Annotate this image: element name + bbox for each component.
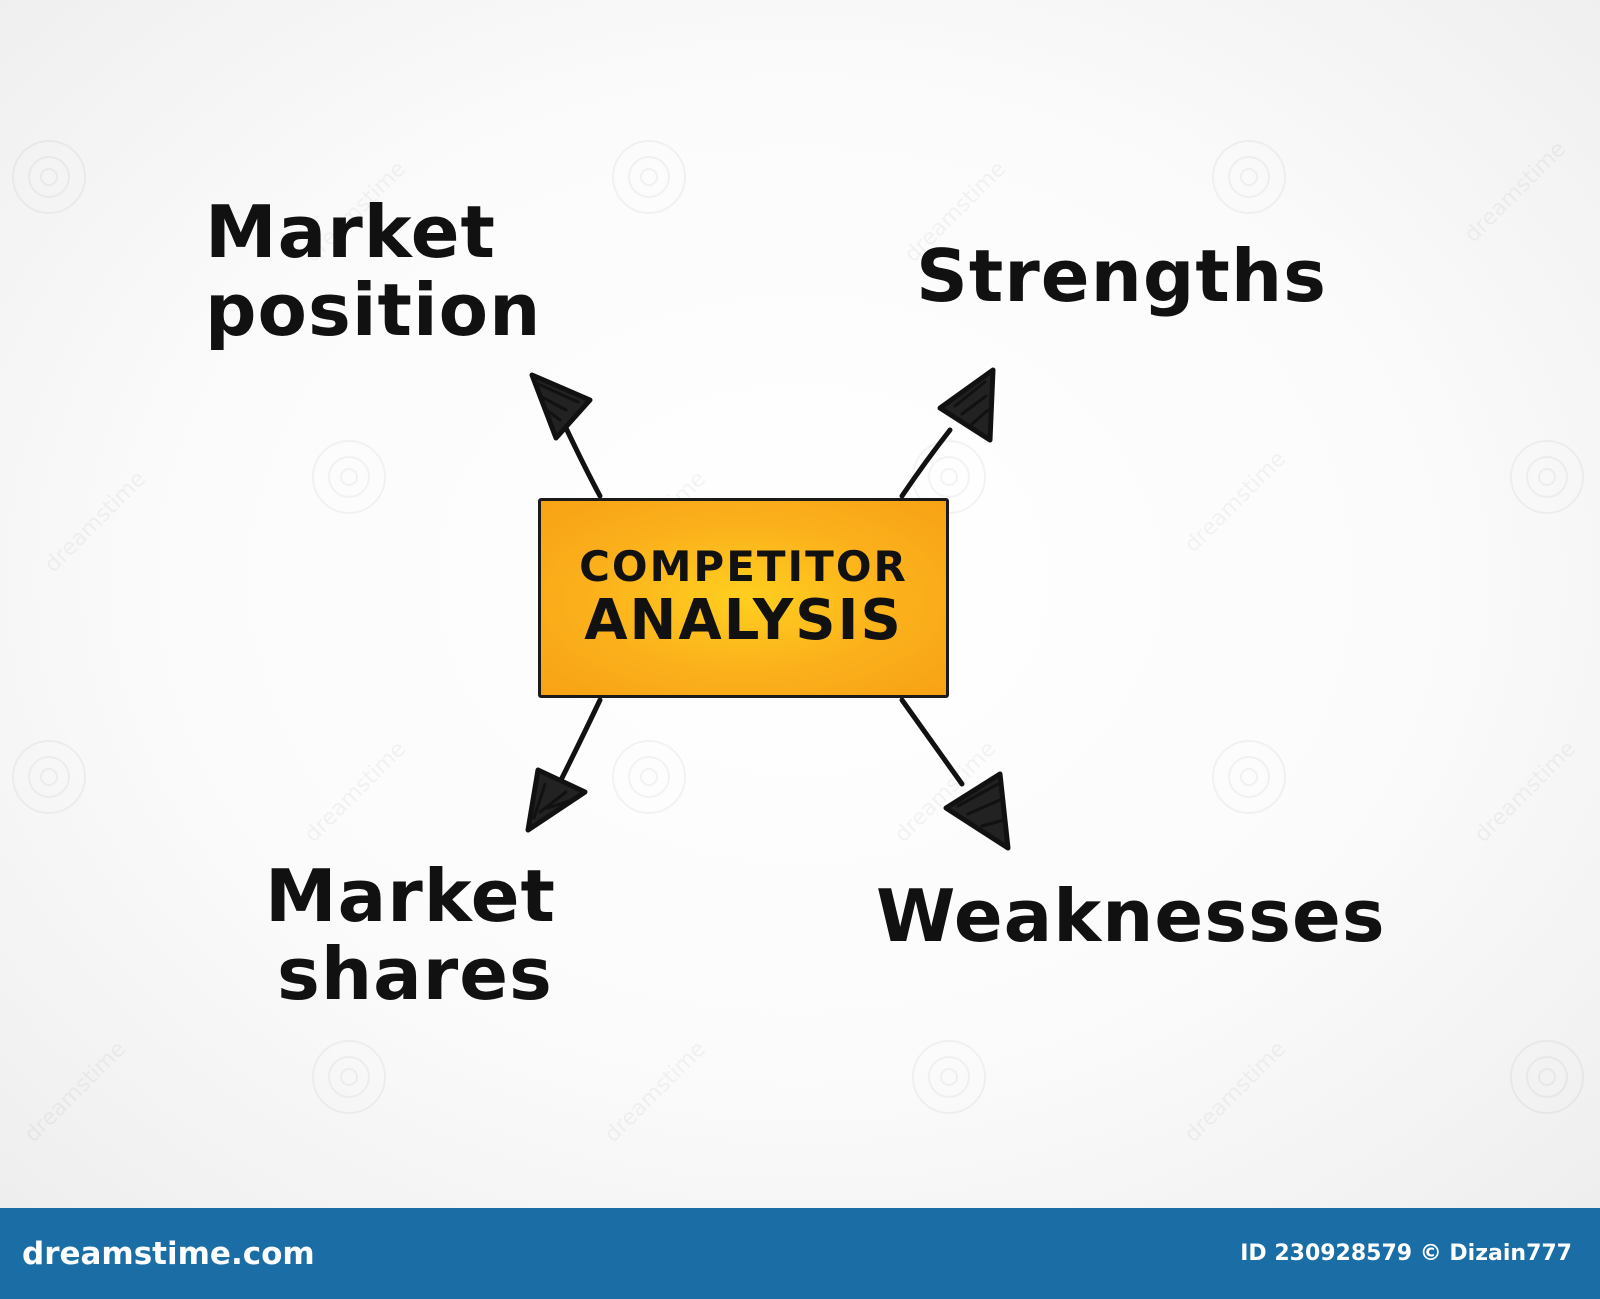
watermark-spiral-icon [12,140,86,214]
node-market-position: Market position [205,196,541,346]
arrow-to-strengths [899,427,953,499]
dreamstime-logo[interactable]: dreamstime.com [22,1235,315,1272]
stock-footer-bar: dreamstime.com ID 230928579 © Dizain777 [0,1208,1600,1299]
watermark-spiral-icon [1212,140,1286,214]
node-weaknesses-line1: Weaknesses [876,874,1386,958]
node-weaknesses: Weaknesses [876,880,1386,952]
node-market-position-line2: position [205,268,542,352]
node-market-shares-line2: shares [277,932,553,1016]
watermark-spiral-icon [312,440,386,514]
node-market-shares: Market shares [265,860,556,1010]
arrow-to-market-position [563,425,603,499]
diagram-canvas: dreamstime dreamstime dreamstime dreamst… [0,0,1600,1208]
stock-image-id: ID 230928579 © Dizain777 [1240,1241,1572,1266]
node-strengths-line1: Strengths [916,234,1327,318]
watermark-spiral-icon [612,740,686,814]
connector-arrows [525,367,1011,851]
watermark-spiral-icon [12,740,86,814]
watermark-spiral-icon [1510,1040,1584,1114]
watermark-spiral-icon [912,1040,986,1114]
central-node-box: COMPETITOR ANALYSIS [538,498,949,698]
arrow-to-weaknesses [899,697,965,787]
node-market-shares-line1: Market [265,854,556,938]
watermark-spiral-icon [612,140,686,214]
watermark-spiral-icon [1212,740,1286,814]
watermark-spiral-icon [1510,440,1584,514]
central-node-line1: COMPETITOR [579,542,908,592]
arrow-to-market-shares [557,697,603,785]
central-node-line2: ANALYSIS [584,588,903,654]
node-strengths: Strengths [916,240,1327,312]
watermark-spiral-icon [312,1040,386,1114]
node-market-position-line1: Market [205,190,496,274]
